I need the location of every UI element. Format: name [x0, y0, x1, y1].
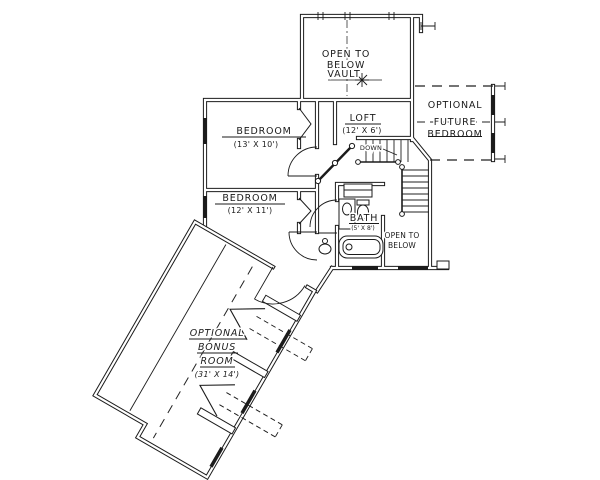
entry-step	[436, 260, 450, 270]
bath-dims: (5' X 8')	[351, 225, 375, 232]
vault-label: VAULT	[327, 69, 360, 80]
bedroom1-label: BEDROOM	[236, 126, 291, 137]
bath-label: BATH	[350, 213, 378, 224]
foyer-railing	[314, 142, 356, 234]
knee-wall	[261, 294, 302, 322]
knee-wall	[229, 350, 269, 379]
dimension-ticks	[420, 22, 506, 163]
label-underlines	[189, 123, 482, 368]
bonus-door-arc	[254, 266, 306, 305]
stairs	[355, 140, 429, 217]
window-ticks	[317, 12, 395, 20]
roof-slope-arrow	[199, 384, 283, 438]
future-bedroom-line2: FUTURE	[434, 117, 477, 128]
bath-fixtures	[318, 183, 450, 270]
window-fills	[203, 95, 495, 270]
loft-label: LOFT	[350, 113, 377, 124]
future-bedroom-outline	[415, 85, 493, 161]
sink-icon	[342, 202, 352, 216]
bonus-room-line2: BONUS	[198, 342, 236, 353]
bedroom2-dims: (12' X 11')	[228, 206, 273, 215]
sparkle-icon	[355, 73, 369, 87]
stairs-down-label: DOWN	[360, 144, 382, 152]
bedroom2-label: BEDROOM	[222, 193, 277, 204]
future-bedroom-line3: BEDROOM	[427, 129, 482, 140]
bonus-room-dims: (31' X 14')	[195, 370, 240, 379]
vault-open-line1: OPEN TO	[322, 49, 370, 60]
roof-slope-arrow	[229, 308, 313, 362]
toilet-icon	[357, 204, 369, 220]
toilet-tank	[356, 199, 370, 206]
bonus-room-group	[88, 222, 349, 480]
tub-drain	[345, 243, 353, 251]
bedroom1-dims: (13' X 10')	[234, 140, 279, 149]
door-arcs	[287, 146, 338, 261]
loft-dims: (12' X 6')	[342, 126, 381, 135]
open-below-line2: BELOW	[388, 241, 416, 250]
bonus-room-line3: ROOM	[201, 356, 234, 367]
bonus-room-line1: OPTIONAL	[190, 328, 245, 339]
future-bedroom-line1: OPTIONAL	[428, 100, 483, 111]
toilet2-icon	[318, 243, 332, 255]
vault-open-line2: BELOW	[327, 60, 365, 71]
open-below-line1: OPEN TO	[384, 231, 419, 240]
closet-doors	[298, 107, 312, 225]
knee-wall	[196, 407, 237, 435]
